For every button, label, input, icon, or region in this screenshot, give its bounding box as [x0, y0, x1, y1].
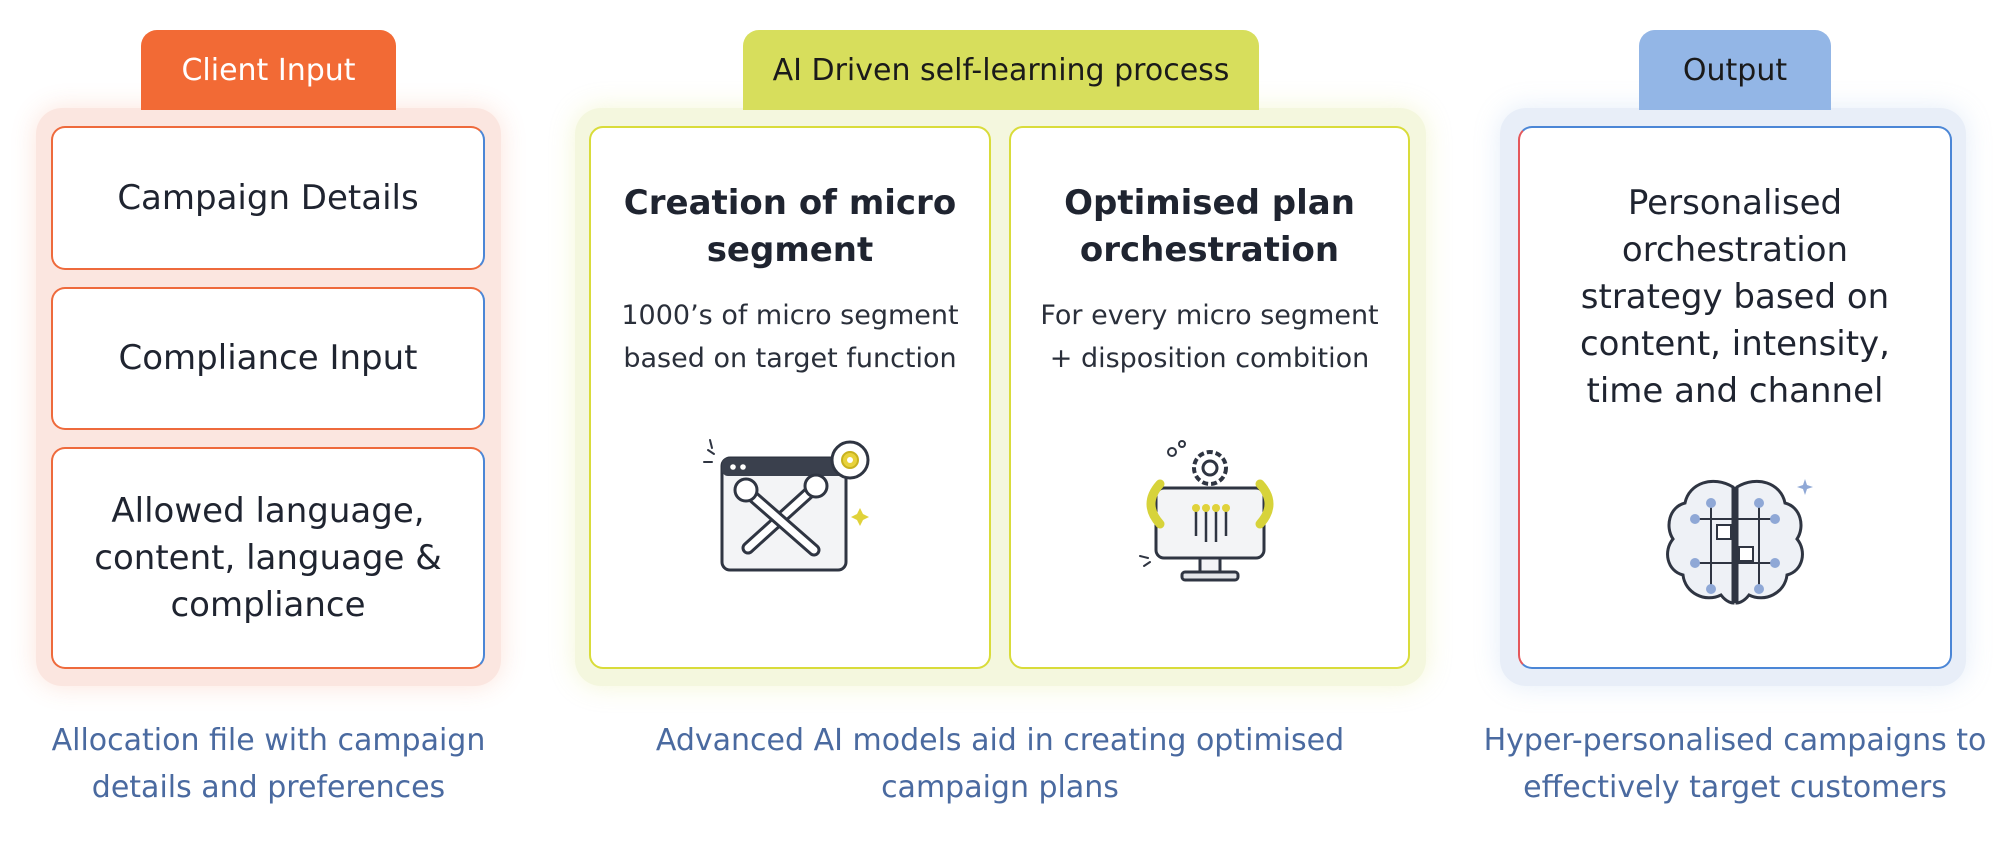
- plan-orchestration-title-line-2: orchestration: [1079, 230, 1340, 270]
- allowed-language-line-1: Allowed language,: [111, 490, 425, 531]
- micro-segment-title-line-1: Creation of micro: [623, 183, 957, 223]
- client-input-caption: Allocation file with campaign details an…: [36, 717, 501, 811]
- ai-process-tab: AI Driven self-learning process: [743, 30, 1259, 110]
- micro-segment-desc-line-2: based on target function: [623, 343, 957, 374]
- micro-segment-description: 1000’s of micro segment based on target …: [605, 294, 974, 380]
- output-caption: Hyper-personalised campaigns to effectiv…: [1480, 717, 1990, 811]
- compliance-input-card: Compliance Input: [51, 287, 485, 430]
- output-text-line-3: strategy based on: [1580, 277, 1890, 317]
- output-text-line-5: time and channel: [1586, 371, 1884, 411]
- plan-orchestration-title: Optimised plan orchestration: [1044, 180, 1375, 274]
- ai-caption-line-1: Advanced AI models aid in creating optim…: [655, 723, 1345, 758]
- output-text-line-2: orchestration: [1621, 230, 1849, 270]
- allowed-language-card: Allowed language, content, language & co…: [51, 447, 485, 669]
- ai-process-caption: Advanced AI models aid in creating optim…: [600, 717, 1400, 811]
- micro-segment-desc-line-1: 1000’s of micro segment: [621, 300, 959, 331]
- plan-orchestration-title-line-1: Optimised plan: [1064, 183, 1355, 223]
- micro-segment-title-line-2: segment: [706, 230, 874, 270]
- micro-segment-card: Creation of micro segment 1000’s of micr…: [589, 126, 991, 669]
- plan-orchestration-description: For every micro segment + disposition co…: [1024, 294, 1394, 380]
- monitor-gear-icon: [1138, 440, 1273, 582]
- client-caption-line-1: Allocation file with campaign: [51, 723, 486, 758]
- output-caption-line-2: effectively target customers: [1523, 770, 1947, 805]
- compliance-input-label: Compliance Input: [118, 338, 418, 378]
- client-input-tab: Client Input: [141, 30, 396, 110]
- campaign-details-label: Campaign Details: [117, 177, 419, 218]
- tools-window-icon: [703, 439, 870, 572]
- micro-segment-title: Creation of micro segment: [604, 180, 976, 274]
- plan-orchestration-desc-line-1: For every micro segment: [1040, 300, 1379, 331]
- ai-caption-line-2: campaign plans: [881, 770, 1119, 805]
- output-tab: Output: [1639, 30, 1831, 110]
- plan-orchestration-desc-line-2: + disposition combition: [1049, 343, 1370, 374]
- output-text-line-1: Personalised: [1627, 183, 1843, 223]
- personalised-strategy-card: Personalised orchestration strategy base…: [1518, 126, 1952, 669]
- plan-orchestration-card: Optimised plan orchestration For every m…: [1009, 126, 1410, 669]
- brain-circuit-icon: [1666, 479, 1813, 605]
- output-text-line-4: content, intensity,: [1579, 324, 1890, 364]
- allowed-language-line-3: compliance: [170, 584, 366, 625]
- output-caption-line-1: Hyper-personalised campaigns to: [1483, 723, 1987, 758]
- personalised-strategy-text: Personalised orchestration strategy base…: [1550, 180, 1920, 415]
- allowed-language-line-2: content, language &: [94, 537, 442, 578]
- client-caption-line-2: details and preferences: [91, 770, 446, 805]
- campaign-details-card: Campaign Details: [51, 126, 485, 270]
